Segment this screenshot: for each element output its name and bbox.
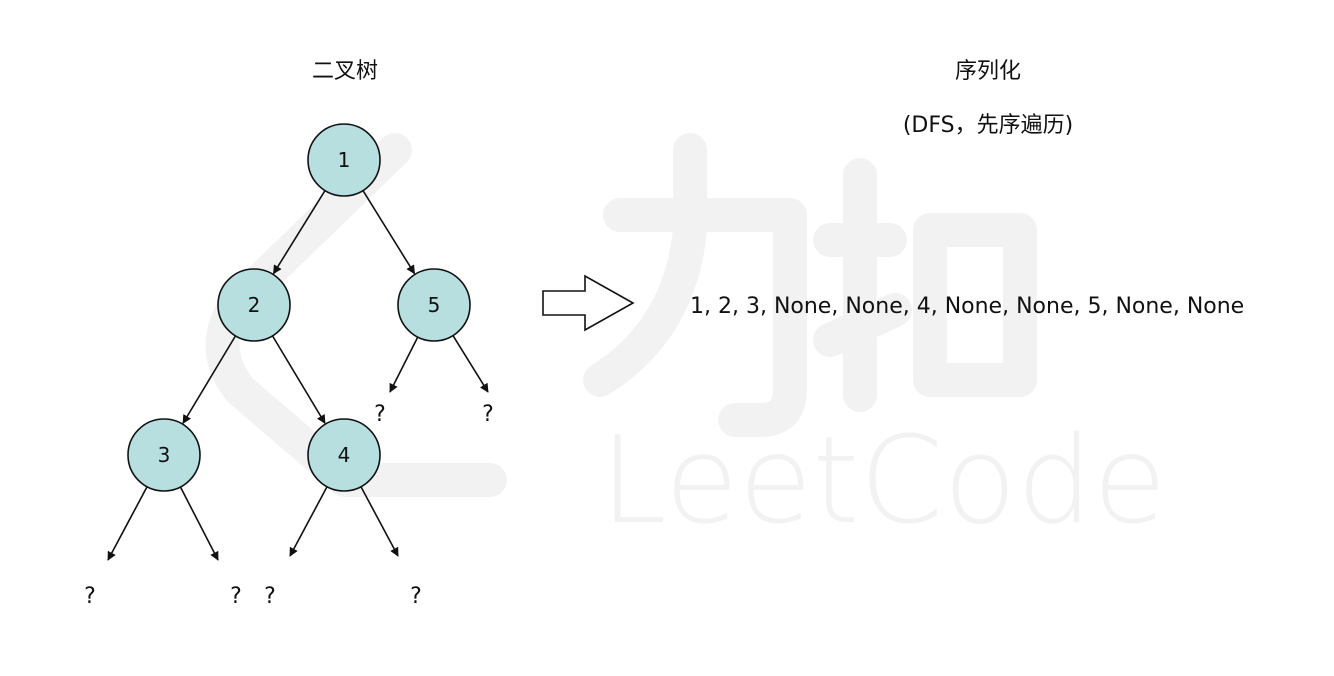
- null-marker-n3-left: ?: [84, 584, 96, 609]
- edge-n1-n2: [272, 190, 326, 275]
- leetcode-watermark: LeetCode: [205, 133, 1167, 551]
- tree-title: 二叉树: [312, 59, 378, 84]
- node-circle: [307, 418, 381, 492]
- watermark-glyph-li: [583, 133, 807, 437]
- node-label: 1: [338, 148, 351, 172]
- watermark-brand-text: LeetCode: [600, 412, 1167, 551]
- node-label: 3: [158, 443, 171, 467]
- edge-n1-n5: [362, 190, 416, 275]
- node-label: 2: [248, 293, 261, 317]
- node-circle: [127, 418, 201, 492]
- node-circle: [217, 268, 291, 342]
- tree-node-5: 5: [397, 268, 471, 342]
- watermark-glyph-kou: [813, 158, 1037, 412]
- node-label: 4: [338, 443, 351, 467]
- edge-n2-n3: [182, 335, 237, 425]
- tree-nodes: 1 2 5 3 4: [127, 123, 471, 492]
- tree-node-1: 1: [307, 123, 381, 197]
- serialized-sequence: 1, 2, 3, None, None, 4, None, None, 5, N…: [690, 294, 1244, 319]
- node-circle: [307, 123, 381, 197]
- serialize-arrow-icon: [542, 274, 635, 332]
- tree-node-2: 2: [217, 268, 291, 342]
- serialize-title: 序列化: [955, 59, 1021, 84]
- null-marker-n3-right: ?: [230, 584, 242, 609]
- serialize-subtitle: (DFS，先序遍历): [903, 113, 1073, 138]
- null-edge-n5-right: [452, 335, 489, 393]
- null-edge-n4-left: [289, 486, 328, 557]
- null-marker-n5-left: ?: [374, 402, 386, 427]
- null-marker-n4-left: ?: [264, 584, 276, 609]
- null-edge-n5-left: [389, 336, 419, 393]
- null-marker-n5-right: ?: [482, 402, 494, 427]
- node-circle: [397, 268, 471, 342]
- tree-edges: [182, 190, 416, 425]
- edge-n2-n4: [271, 335, 326, 425]
- node-label: 5: [428, 293, 441, 317]
- null-marker-n4-right: ?: [410, 584, 422, 609]
- null-edge-n4-right: [360, 486, 399, 557]
- null-edge-n3-right: [179, 486, 219, 561]
- null-edge-n3-left: [107, 486, 148, 561]
- tree-node-4: 4: [307, 418, 381, 492]
- null-children: ??????: [84, 335, 494, 609]
- tree-node-3: 3: [127, 418, 201, 492]
